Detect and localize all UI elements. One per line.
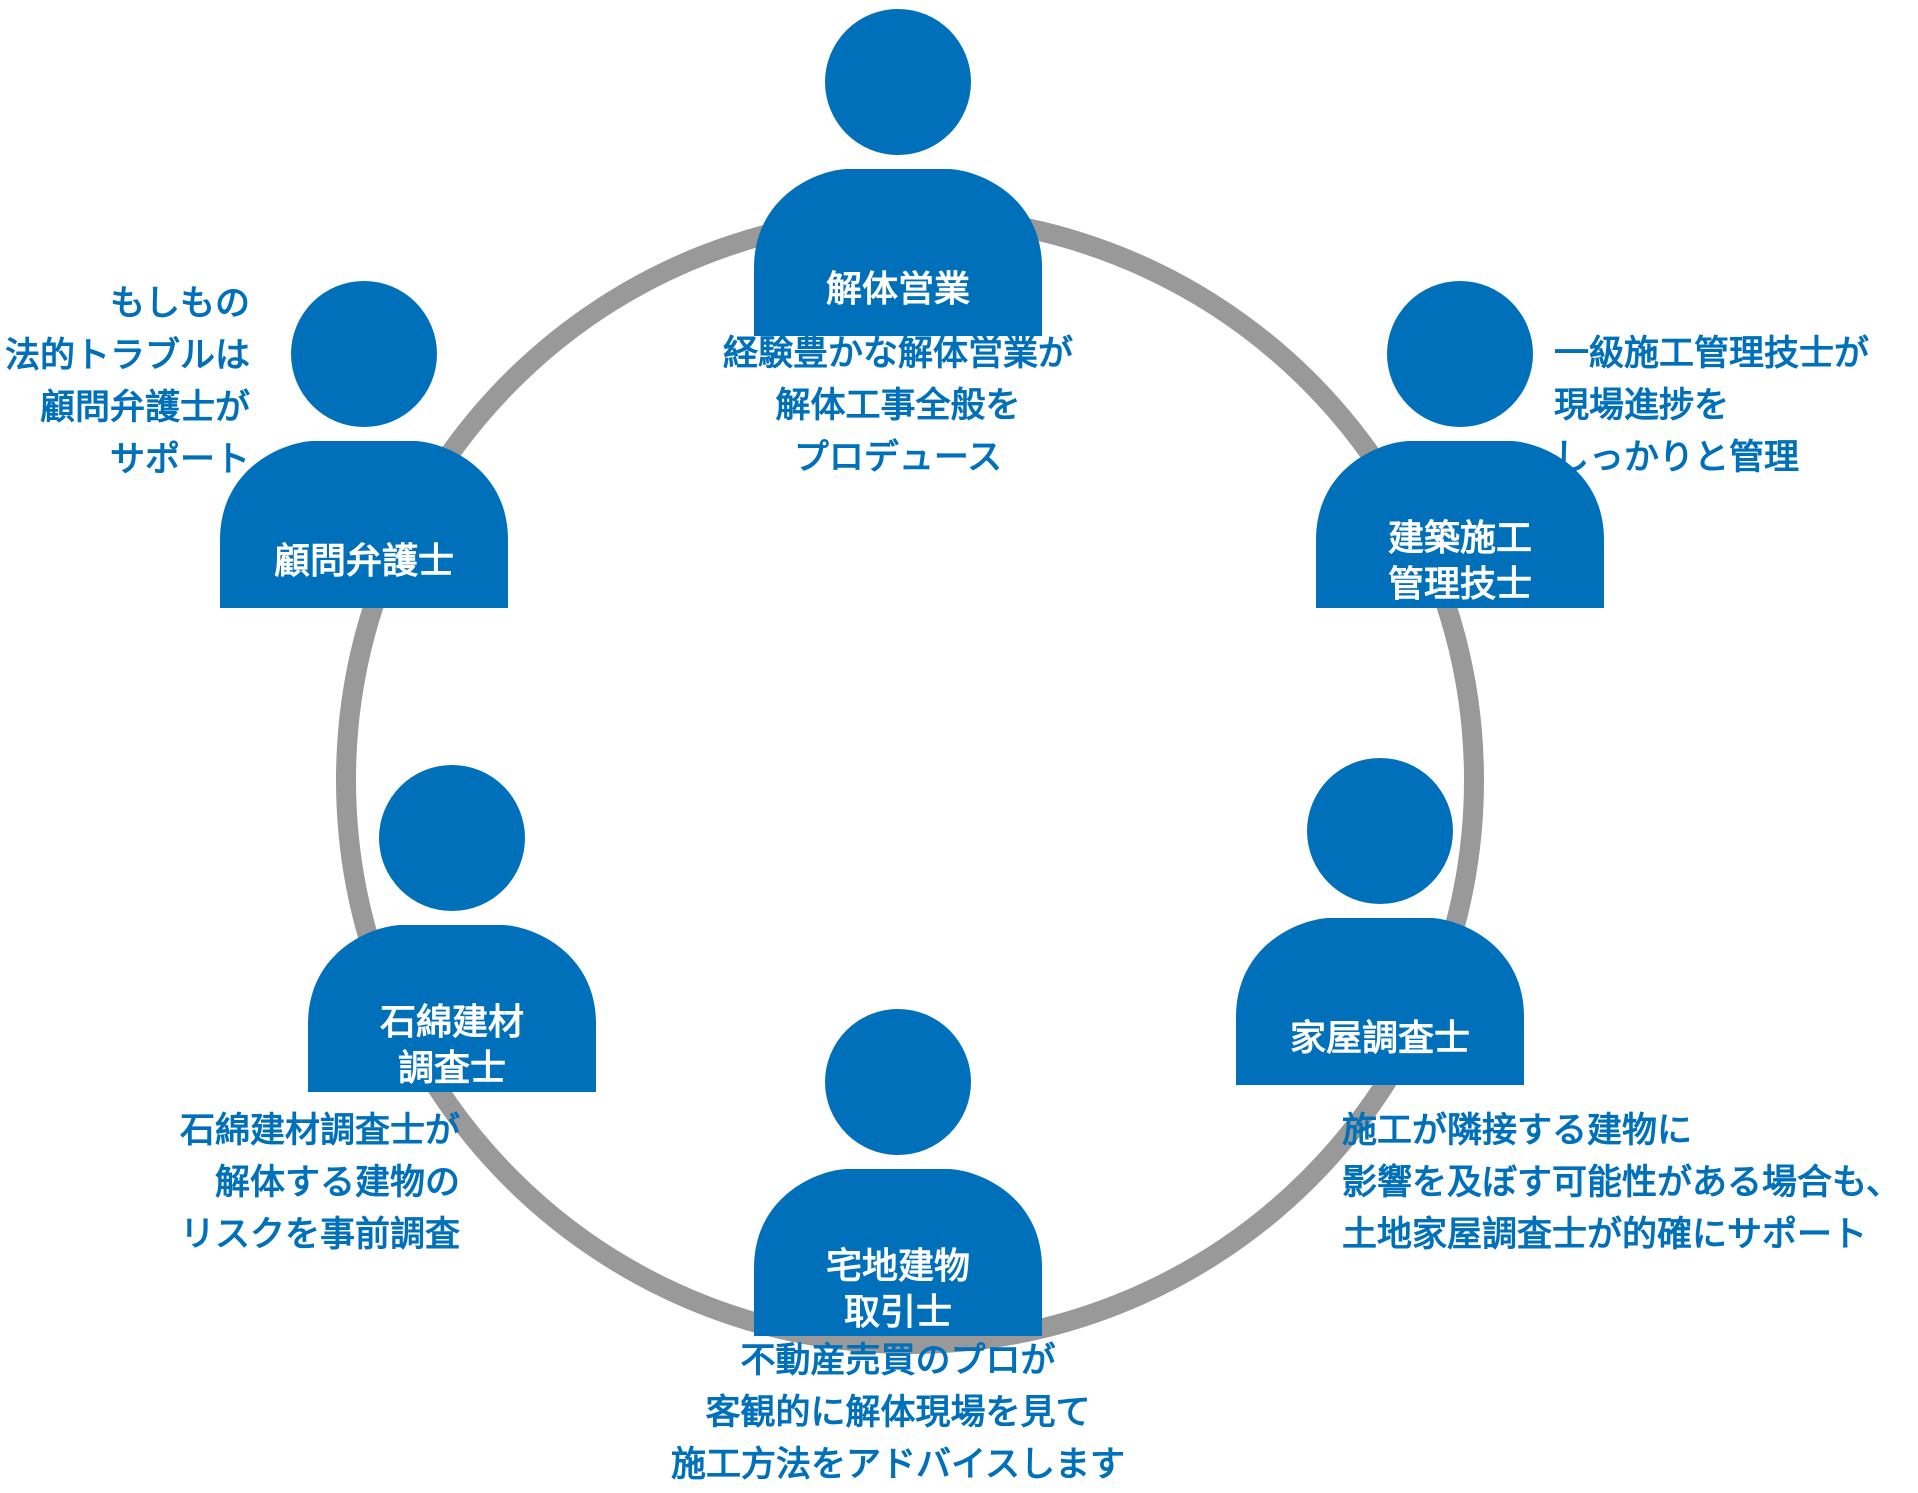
person-icon [1236, 758, 1524, 1085]
description-line: 石綿建材調査士が [179, 1111, 460, 1151]
role-demolition-sales: 解体営業 [754, 6, 1042, 336]
description-real-estate-broker: 不動産売買のプロが 客観的に解体現場を見て 施工方法をアドバイスします [628, 1335, 1168, 1491]
description-line: 施工が隣接する建物に [1342, 1111, 1693, 1151]
role-asbestos-surveyor: 石綿建材 調査士 [308, 762, 596, 1092]
role-label-line: 管理技士 [1387, 564, 1532, 605]
description-line: もしもの [109, 284, 250, 324]
description-line: 現場進捗を [1554, 386, 1730, 426]
description-line: 土地家屋調査士が的確にサポート [1342, 1215, 1868, 1255]
role-label: 家屋調査士 [1236, 993, 1524, 1085]
role-label-line: 家屋調査士 [1289, 1018, 1470, 1059]
role-label-line: 解体営業 [825, 269, 970, 310]
role-label-line: 調査士 [397, 1048, 506, 1089]
role-label-line: 建築施工 [1387, 518, 1532, 559]
role-label: 解体営業 [754, 244, 1042, 336]
description-asbestos-surveyor: 石綿建材調査士が 解体する建物の リスクを事前調査 [80, 1105, 460, 1261]
person-icon [754, 9, 1042, 336]
person-icon [754, 1009, 1042, 1336]
description-line: 不動産売買のプロが [740, 1341, 1056, 1381]
description-line: 顧問弁護士が [39, 388, 250, 428]
role-house-surveyor: 家屋調査士 [1236, 755, 1524, 1085]
person-icon [308, 765, 596, 1092]
description-line: 解体する建物の [214, 1163, 460, 1203]
role-label-line: 石綿建材 [379, 1002, 524, 1043]
role-label-line: 取引士 [843, 1292, 952, 1333]
description-line: 影響を及ぼす可能性がある場合も、 [1342, 1163, 1901, 1203]
role-construction-manager: 建築施工 管理技士 [1316, 278, 1604, 608]
description-demolition-sales: 経験豊かな解体営業が 解体工事全般を プロデュース [658, 328, 1138, 484]
role-real-estate-broker: 宅地建物 取引士 [754, 1006, 1042, 1336]
description-legal-advisor: もしもの 法的トラブルは 顧問弁護士が サポート [0, 278, 250, 486]
description-line: サポート [109, 440, 250, 480]
description-line: 解体工事全般を [775, 386, 1021, 426]
person-icon [220, 281, 508, 608]
description-line: リスクを事前調査 [179, 1215, 460, 1255]
description-line: 客観的に解体現場を見て [705, 1393, 1091, 1433]
description-line: 経験豊かな解体営業が [722, 334, 1073, 374]
description-line: 法的トラブルは [4, 336, 250, 376]
role-label-line: 宅地建物 [825, 1246, 970, 1287]
person-icon [1316, 281, 1604, 608]
description-house-surveyor: 施工が隣接する建物に 影響を及ぼす可能性がある場合も、 土地家屋調査士が的確にサ… [1342, 1105, 1912, 1261]
description-line: 施工方法をアドバイスします [671, 1445, 1125, 1485]
role-label: 建築施工 管理技士 [1316, 516, 1604, 608]
description-line: しっかりと管理 [1554, 438, 1800, 478]
description-line: 一級施工管理技士が [1554, 334, 1870, 374]
role-label: 石綿建材 調査士 [308, 1000, 596, 1092]
role-legal-advisor: 顧問弁護士 [220, 278, 508, 608]
role-label: 宅地建物 取引士 [754, 1244, 1042, 1336]
role-label: 顧問弁護士 [220, 516, 508, 608]
role-label-line: 顧問弁護士 [273, 541, 454, 582]
description-construction-manager: 一級施工管理技士が 現場進捗を しっかりと管理 [1554, 328, 1904, 484]
description-line: プロデュース [793, 438, 1003, 478]
